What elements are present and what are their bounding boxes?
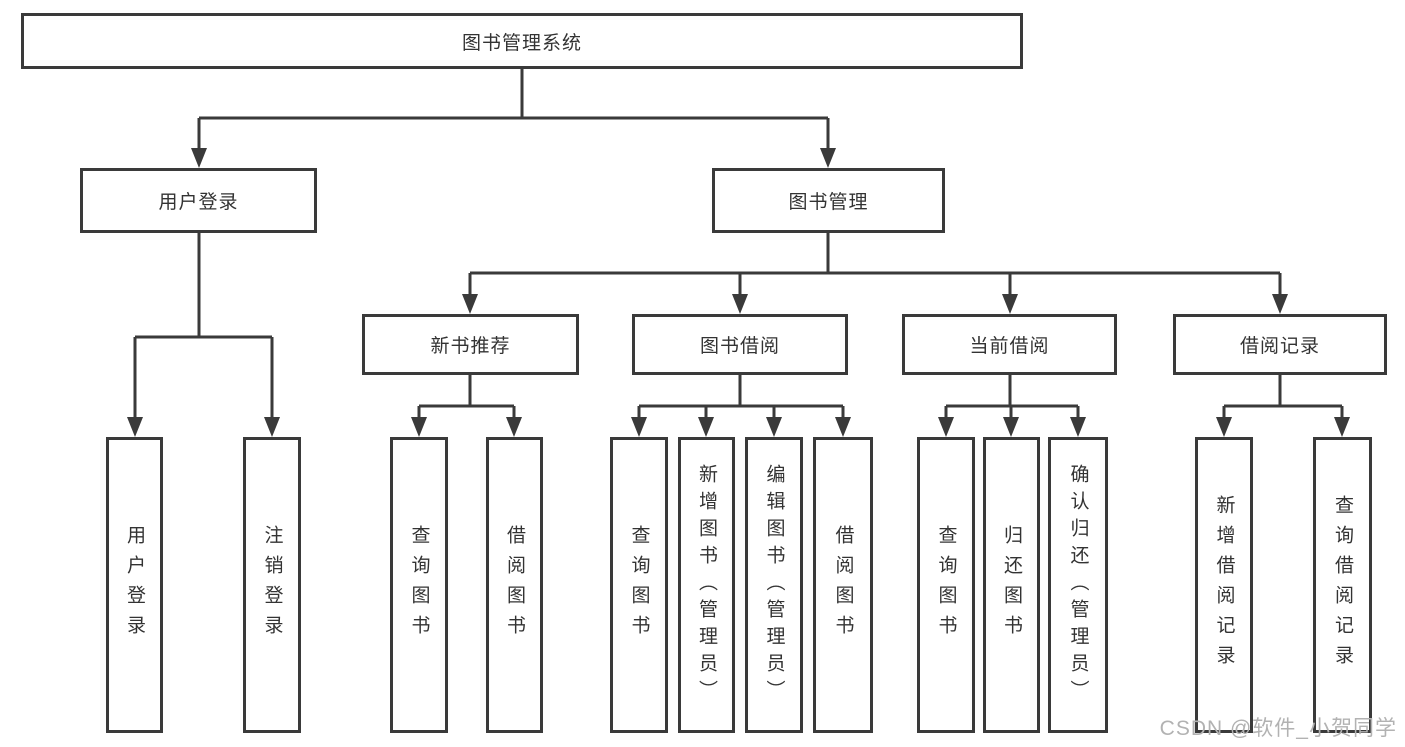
csdn-watermark: CSDN @软件_小贺同学 (1159, 717, 1397, 740)
leaf-user-login: 用户登录 (106, 437, 163, 733)
leaf-borrow-book-1-label: 借阅图书 (504, 525, 525, 645)
leaf-query-book-3: 查询图书 (917, 437, 975, 733)
node-book-borrow-label: 图书借阅 (699, 336, 780, 357)
leaf-query-record: 查询借阅记录 (1313, 437, 1372, 733)
arrowheads (127, 148, 1350, 437)
leaf-add-book-label: 新增图书（管理员） (696, 463, 717, 707)
leaf-query-book-3-label: 查询图书 (935, 525, 957, 645)
leaf-confirm-return-label: 确认归还（管理员） (1067, 463, 1089, 707)
leaf-logout: 注销登录 (243, 437, 301, 733)
leaf-return-book: 归还图书 (983, 437, 1040, 733)
node-book-management: 图书管理 (712, 168, 945, 233)
leaf-add-book: 新增图书（管理员） (678, 437, 735, 733)
leaf-user-login-label: 用户登录 (124, 525, 145, 645)
leaf-logout-label: 注销登录 (261, 525, 283, 645)
leaf-borrow-book-1: 借阅图书 (486, 437, 543, 733)
node-current-borrow-label: 当前借阅 (969, 336, 1050, 357)
leaf-query-book-1: 查询图书 (390, 437, 448, 733)
node-book-borrow: 图书借阅 (632, 314, 848, 375)
node-root: 图书管理系统 (21, 13, 1023, 69)
leaf-add-record: 新增借阅记录 (1195, 437, 1253, 733)
leaf-edit-book: 编辑图书（管理员） (745, 437, 803, 733)
node-borrow-record-label: 借阅记录 (1239, 336, 1320, 357)
node-user-login-label: 用户登录 (158, 192, 239, 213)
leaf-edit-book-label: 编辑图书（管理员） (763, 463, 785, 707)
node-user-login: 用户登录 (80, 168, 317, 233)
node-root-label: 图书管理系统 (461, 32, 582, 54)
leaf-query-book-1-label: 查询图书 (408, 525, 430, 645)
node-book-management-label: 图书管理 (788, 192, 869, 213)
node-borrow-record: 借阅记录 (1173, 314, 1387, 375)
leaf-add-record-label: 新增借阅记录 (1213, 495, 1235, 675)
leaf-borrow-book-2: 借阅图书 (813, 437, 873, 733)
leaf-borrow-book-2-label: 借阅图书 (832, 525, 854, 645)
leaf-return-book-label: 归还图书 (1001, 525, 1022, 645)
leaf-confirm-return: 确认归还（管理员） (1048, 437, 1108, 733)
node-current-borrow: 当前借阅 (902, 314, 1117, 375)
node-new-book-recommend-label: 新书推荐 (430, 336, 511, 357)
node-new-book-recommend: 新书推荐 (362, 314, 579, 375)
leaf-query-book-2: 查询图书 (610, 437, 668, 733)
leaf-query-record-label: 查询借阅记录 (1332, 495, 1353, 675)
leaf-query-book-2-label: 查询图书 (628, 525, 650, 645)
